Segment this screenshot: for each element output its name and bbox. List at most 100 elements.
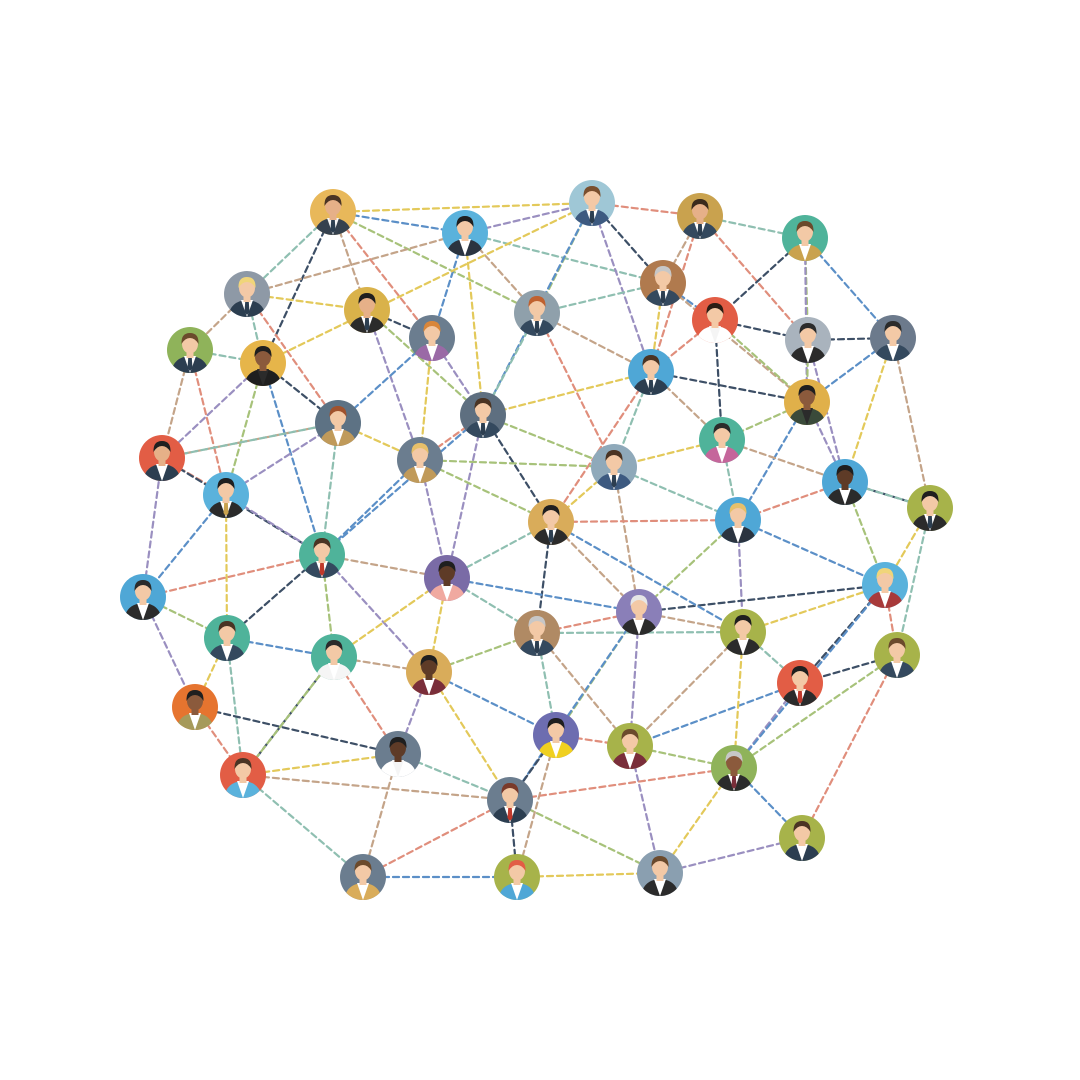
connection-line: [365, 308, 422, 462]
connection-line: [445, 413, 485, 580]
person-avatar-icon: [139, 435, 185, 481]
person-avatar-icon: [907, 485, 953, 531]
person-avatar-icon: [784, 379, 830, 425]
connection-line: [698, 214, 810, 342]
connection-line: [628, 681, 802, 748]
person-avatar-icon: [514, 610, 560, 656]
person-avatar-icon: [782, 215, 828, 261]
person-avatar-icon: [711, 745, 757, 791]
connection-line: [637, 610, 745, 634]
connection-line: [445, 576, 539, 635]
connection-line: [331, 201, 594, 214]
person-avatar-icon: [715, 497, 761, 543]
connection-line: [628, 744, 736, 770]
connection-line: [427, 670, 558, 737]
connection-line: [736, 518, 887, 587]
person-avatar-icon: [640, 260, 686, 306]
person-avatar-icon: [616, 589, 662, 635]
connection-line: [245, 292, 340, 425]
person-avatar-icon: [311, 634, 357, 680]
person-avatar-icon: [528, 499, 574, 545]
connection-line: [649, 370, 809, 404]
person-avatar-icon: [172, 684, 218, 730]
connection-line: [160, 361, 265, 460]
person-avatar-icon: [299, 532, 345, 578]
connection-line: [637, 583, 887, 614]
connection-line: [245, 231, 467, 296]
connection-line: [741, 583, 887, 634]
person-avatar-icon: [375, 731, 421, 777]
connection-line: [418, 458, 553, 524]
person-avatar-icon: [692, 297, 738, 343]
connection-line: [261, 210, 335, 365]
connection-line: [320, 413, 485, 557]
connection-line: [241, 655, 336, 777]
connection-line: [331, 210, 434, 340]
person-avatar-icon: [424, 555, 470, 601]
person-avatar-icon: [315, 400, 361, 446]
connection-line: [661, 281, 809, 404]
connection-line: [365, 308, 485, 417]
connection-line: [463, 231, 485, 417]
connection-line: [241, 773, 365, 879]
person-avatar-icon: [224, 271, 270, 317]
person-avatar-icon: [822, 459, 868, 505]
connection-line: [508, 798, 662, 875]
connection-line: [590, 201, 653, 374]
person-avatar-icon: [120, 574, 166, 620]
person-avatar-icon: [406, 649, 452, 695]
connection-line: [549, 370, 653, 524]
person-avatar-icon: [487, 777, 533, 823]
connection-line: [658, 836, 804, 875]
connection-line: [361, 798, 512, 879]
person-avatar-icon: [785, 317, 831, 363]
connection-line: [481, 370, 653, 417]
connection-line: [891, 336, 932, 510]
person-avatar-icon: [569, 180, 615, 226]
connection-line: [160, 421, 340, 460]
connection-line: [241, 773, 512, 802]
connection-line: [445, 576, 641, 614]
connection-line: [141, 456, 164, 599]
connection-line: [188, 348, 228, 497]
person-avatar-icon: [494, 854, 540, 900]
person-avatar-icon: [442, 210, 488, 256]
connection-line: [261, 361, 324, 557]
person-avatar-icon: [203, 472, 249, 518]
connection-line: [418, 458, 616, 469]
person-avatar-icon: [409, 315, 455, 361]
person-avatar-icon: [862, 562, 908, 608]
connection-line: [261, 201, 594, 365]
connection-line: [320, 553, 431, 674]
person-avatar-icon: [514, 290, 560, 336]
connection-line: [481, 413, 616, 469]
connection-line: [549, 520, 745, 634]
person-avatar-icon: [397, 437, 443, 483]
person-avatar-icon: [628, 349, 674, 395]
connection-line: [508, 766, 736, 802]
connection-line: [193, 705, 400, 756]
connection-line: [515, 871, 662, 879]
person-avatar-icon: [220, 752, 266, 798]
connection-line: [141, 553, 324, 599]
person-avatar-icon: [591, 444, 637, 490]
person-avatar-icon: [204, 615, 250, 661]
person-avatar-icon: [240, 340, 286, 386]
person-avatar-icon: [699, 417, 745, 463]
connection-line: [549, 518, 740, 524]
people-nodes: [120, 180, 953, 900]
person-avatar-icon: [720, 609, 766, 655]
connection-line: [843, 336, 895, 484]
person-avatar-icon: [344, 287, 390, 333]
person-avatar-icon: [874, 632, 920, 678]
person-avatar-icon: [340, 854, 386, 900]
connection-line: [800, 653, 899, 840]
connection-line: [732, 583, 887, 770]
person-avatar-icon: [167, 327, 213, 373]
person-avatar-icon: [677, 193, 723, 239]
connection-line: [241, 752, 400, 777]
connection-line: [224, 493, 229, 640]
connection-line: [895, 506, 932, 657]
person-avatar-icon: [310, 189, 356, 235]
